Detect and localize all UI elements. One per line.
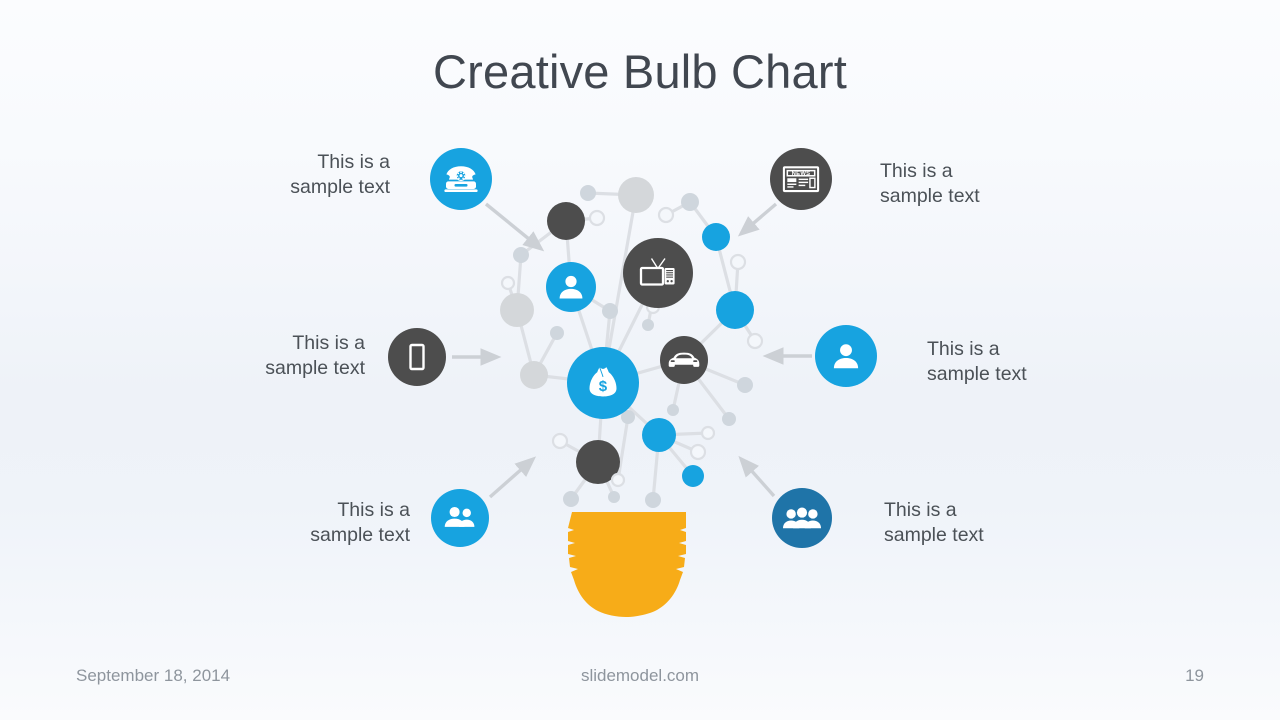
- network-icon-node-person[interactable]: [546, 262, 596, 312]
- footer-brand: slidemodel.com: [580, 666, 700, 685]
- light-bulb-base: [568, 512, 686, 617]
- arrow-bottom-left: [488, 456, 537, 499]
- network-icon-node-money-bag[interactable]: [567, 347, 639, 419]
- network-icon-node-car[interactable]: [660, 336, 708, 384]
- network-ring-nodes: [500, 206, 764, 488]
- callout-arrows: [452, 202, 812, 499]
- page-title: Creative Bulb Chart: [433, 45, 847, 98]
- callout-badge-newspaper[interactable]: [770, 148, 832, 210]
- callout-badge-person[interactable]: [815, 325, 877, 387]
- callout-label-mid-right: This is a sample text: [927, 338, 1027, 385]
- arrow-bottom-right: [738, 455, 776, 498]
- network-icon-node-tv[interactable]: [623, 238, 693, 308]
- callout-label-top-left: This is a sample text: [290, 151, 390, 198]
- callout-label-top-right: This is a sample text: [880, 160, 980, 207]
- callout-badge-mobile-phone[interactable]: [388, 328, 446, 386]
- callout-label-bottom-right: This is a sample text: [884, 499, 984, 546]
- callout-badge-telephone[interactable]: [430, 148, 492, 210]
- network-plain-nodes: [500, 177, 754, 508]
- callout-label-mid-left: This is a sample text: [265, 332, 365, 379]
- callout-label-bottom-left: This is a sample text: [310, 499, 410, 546]
- footer-page-number: 19: [1185, 666, 1204, 685]
- footer-date: September 18, 2014: [76, 666, 231, 685]
- arrow-top-right: [737, 202, 778, 237]
- callout-badge-group-people[interactable]: [772, 488, 832, 548]
- arrow-top-left: [484, 202, 545, 252]
- callout-badge-two-people[interactable]: [431, 489, 489, 547]
